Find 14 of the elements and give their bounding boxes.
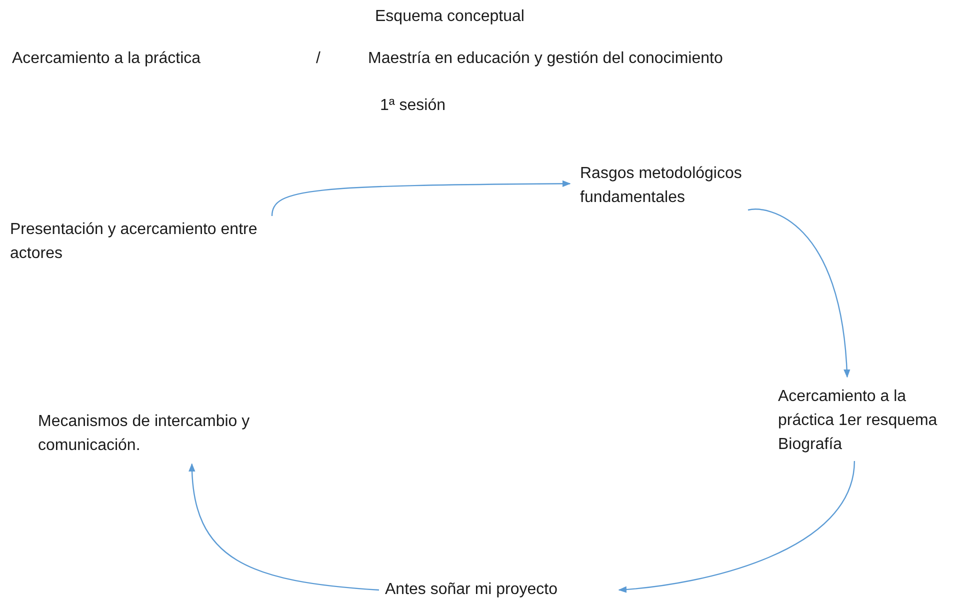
header-text: /: [316, 50, 320, 68]
concept-text: Antes soñar mi proyecto: [385, 580, 559, 600]
curved-arrow: [618, 460, 856, 593]
concept-text: Rasgos metodológicos fundamentales: [580, 164, 743, 208]
curved-arrow: [748, 208, 850, 378]
header-text: Acercamiento a la práctica: [12, 50, 201, 68]
header-text: 1ª sesión: [380, 97, 446, 115]
curved-arrow: [271, 180, 571, 216]
concept-text: Presentación y acercamiento entre actores: [10, 220, 258, 264]
header-text: Maestría en educación y gestión del conocimiento: [368, 50, 723, 68]
diagram-title: Esquema conceptual: [375, 8, 524, 26]
curved-arrow: [188, 463, 380, 591]
concept-text: Acercamiento a la práctica 1er resquema Biografía: [778, 387, 938, 455]
concept-text: Mecanismos de intercambio y comunicación.: [38, 412, 251, 456]
